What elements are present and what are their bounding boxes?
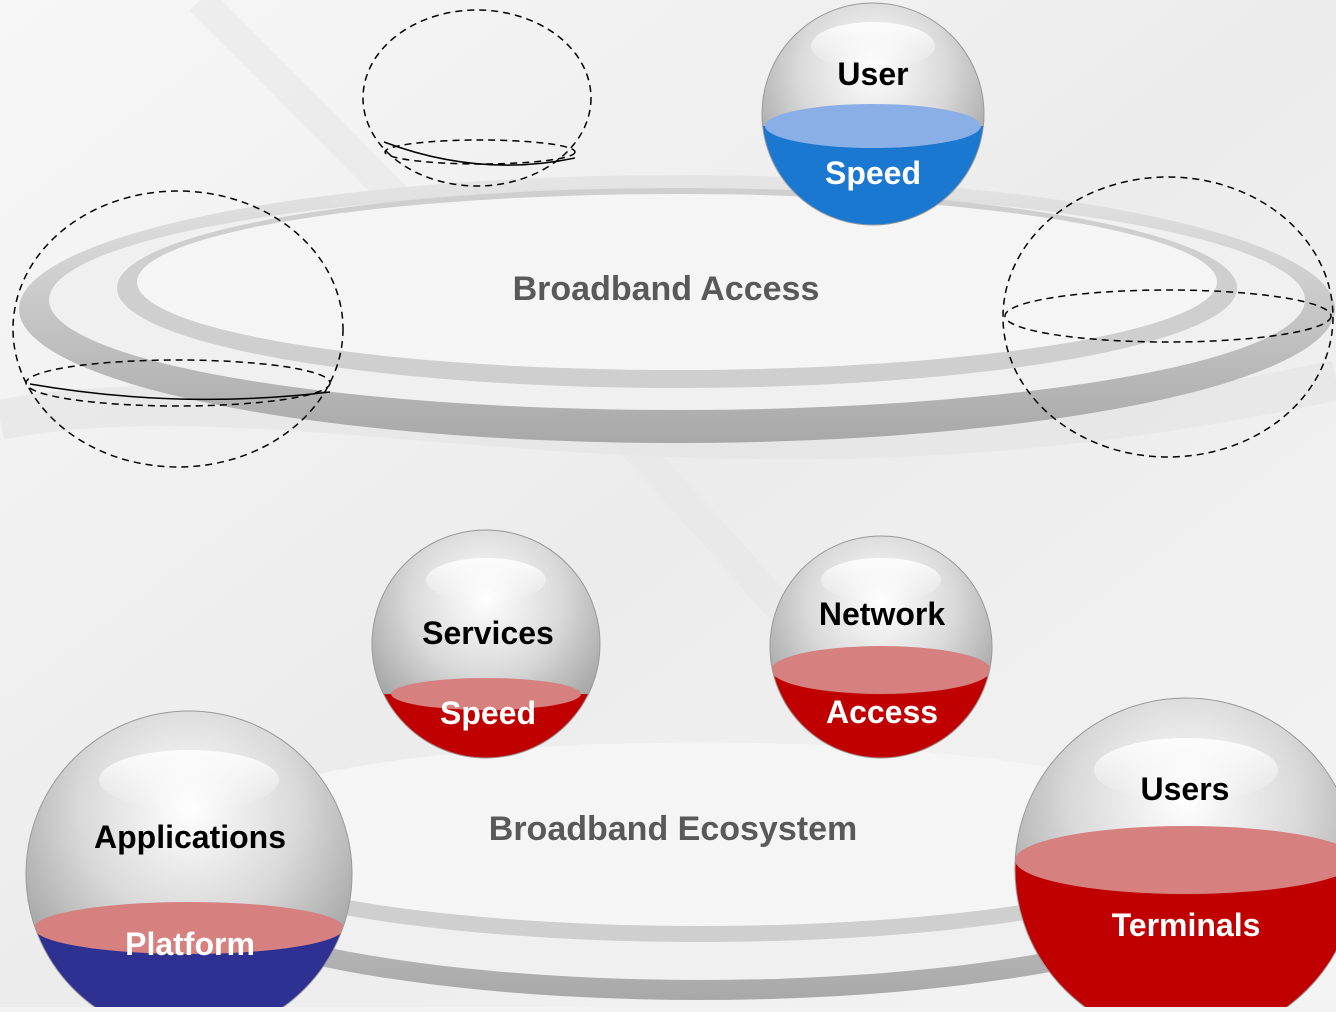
broadband-access-label: Broadband Access [513, 270, 820, 308]
users-sphere-top-label: Users [1141, 771, 1230, 807]
applications-sphere [25, 710, 353, 1012]
applications-sphere-bottom-label: Platform [125, 926, 255, 962]
user-sphere-top-label: User [837, 56, 908, 92]
empty-sphere-left [12, 190, 344, 468]
network-sphere-bottom-label: Access [826, 694, 938, 730]
broadband-ecosystem-label: Broadband Ecosystem [489, 810, 857, 848]
broadband-access-ring [19, 175, 1335, 443]
services-sphere-top-label: Services [422, 615, 554, 651]
services-sphere-bottom-label: Speed [440, 695, 536, 731]
empty-sphere-right [1002, 176, 1334, 458]
network-sphere [769, 535, 993, 759]
user-sphere-bottom-label: Speed [825, 155, 921, 191]
users-sphere-bottom-label: Terminals [1112, 907, 1261, 943]
network-sphere-top-label: Network [819, 596, 945, 632]
broadband-ecosystem-ring [140, 742, 1260, 1000]
empty-sphere-top [362, 9, 592, 187]
applications-sphere-top-label: Applications [94, 819, 286, 855]
users-sphere [1014, 697, 1336, 1012]
